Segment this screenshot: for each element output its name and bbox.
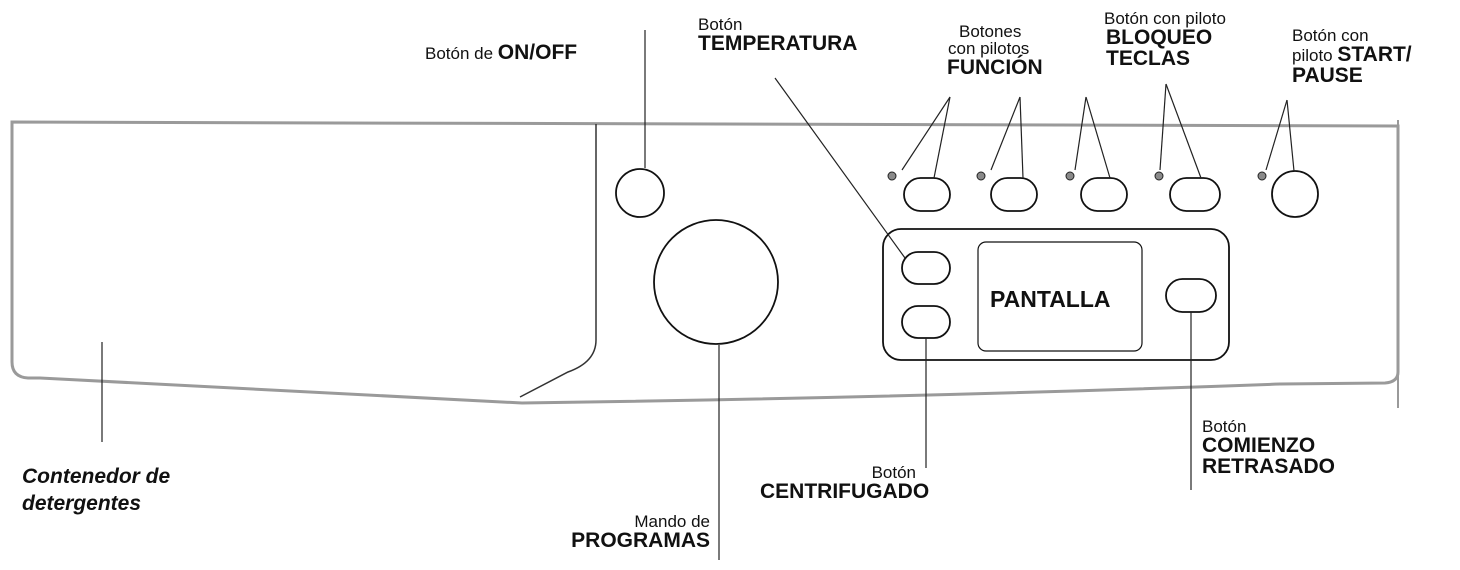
leader-funcion-2a (990, 96, 1021, 171)
label-on-off: Botón de ON/OFF (425, 42, 577, 63)
label-start-line2-pre: piloto (1292, 46, 1338, 65)
panel-outline (10, 120, 1400, 405)
label-bloqueo-strong2: TECLAS (1106, 47, 1190, 70)
leader-start-a (1265, 99, 1288, 171)
leader-funcion-3a (1074, 96, 1087, 171)
label-start-strong1: START/ (1337, 43, 1412, 66)
pilot-light-funcion-1 (887, 171, 897, 181)
pilot-light-funcion-3 (1065, 171, 1075, 181)
label-centrifugado-pre: Botón (871, 463, 916, 482)
label-bloqueo-pre: Botón con piloto (1104, 9, 1226, 28)
label-temperatura-pre: Botón (698, 15, 743, 34)
label-on-off-pre: Botón de (425, 44, 498, 63)
label-centrifugado-strong: CENTRIFUGADO (760, 480, 930, 503)
label-bloqueo: Botón con piloto BLOQUEO TECLAS (1104, 10, 1226, 69)
start-pause-button[interactable] (1271, 170, 1319, 218)
centrifugado-button[interactable] (901, 305, 951, 339)
leader-bloqueo-a (1159, 83, 1167, 171)
pilot-light-funcion-2 (976, 171, 986, 181)
on-off-button[interactable] (615, 168, 665, 218)
label-bloqueo-strong1: BLOQUEO (1106, 26, 1213, 49)
label-funcion-line1: Botones (959, 22, 1022, 41)
label-comienzo: Botón COMIENZO RETRASADO (1202, 418, 1335, 477)
drawer-divider (519, 124, 597, 398)
program-dial[interactable] (653, 219, 779, 345)
pilot-light-bloqueo (1154, 171, 1164, 181)
label-temperatura: Botón TEMPERATURA (698, 16, 857, 54)
label-start-strong2: PAUSE (1292, 64, 1363, 87)
display-label: PANTALLA (990, 286, 1111, 312)
label-funcion: Botones con pilotos FUNCIÓN (947, 22, 1043, 78)
label-comienzo-strong1: COMIENZO (1202, 434, 1316, 457)
label-centrifugado: Botón CENTRIFUGADO (760, 463, 930, 503)
leader-funcion-1b (933, 96, 951, 179)
label-start: Botón con piloto START/ PAUSE (1292, 27, 1412, 86)
leader-temperatura (774, 77, 906, 259)
label-programas: Mando de PROGRAMAS (560, 513, 710, 551)
label-start-line1: Botón con (1292, 26, 1369, 45)
pilot-light-start (1257, 171, 1267, 181)
leader-funcion-3b (1085, 96, 1111, 179)
display-screen (977, 241, 1143, 352)
leader-funcion-2b (1019, 96, 1024, 179)
label-comienzo-strong2: RETRASADO (1202, 455, 1336, 478)
funcion-button-3[interactable] (1080, 177, 1128, 212)
label-contenedor-line1: Contenedor de (22, 465, 171, 488)
label-on-off-strong: ON/OFF (497, 41, 578, 64)
label-contenedor: Contenedor de detergentes (22, 463, 170, 518)
label-temperatura-strong: TEMPERATURA (698, 32, 858, 55)
label-comienzo-pre: Botón (1202, 417, 1247, 436)
comienzo-retrasado-button[interactable] (1165, 278, 1217, 313)
bloqueo-teclas-button[interactable] (1169, 177, 1221, 212)
funcion-button-1[interactable] (903, 177, 951, 212)
leader-start-b (1286, 99, 1295, 172)
label-funcion-strong: FUNCIÓN (947, 56, 1043, 79)
label-programas-strong: PROGRAMAS (571, 529, 710, 552)
label-programas-pre: Mando de (634, 512, 710, 531)
temperatura-button[interactable] (901, 251, 951, 285)
label-contenedor-line2: detergentes (22, 492, 142, 516)
leader-funcion-1a (901, 96, 951, 171)
funcion-button-2[interactable] (990, 177, 1038, 212)
leader-bloqueo-b (1165, 83, 1202, 179)
label-funcion-line2: con pilotos (948, 39, 1030, 58)
